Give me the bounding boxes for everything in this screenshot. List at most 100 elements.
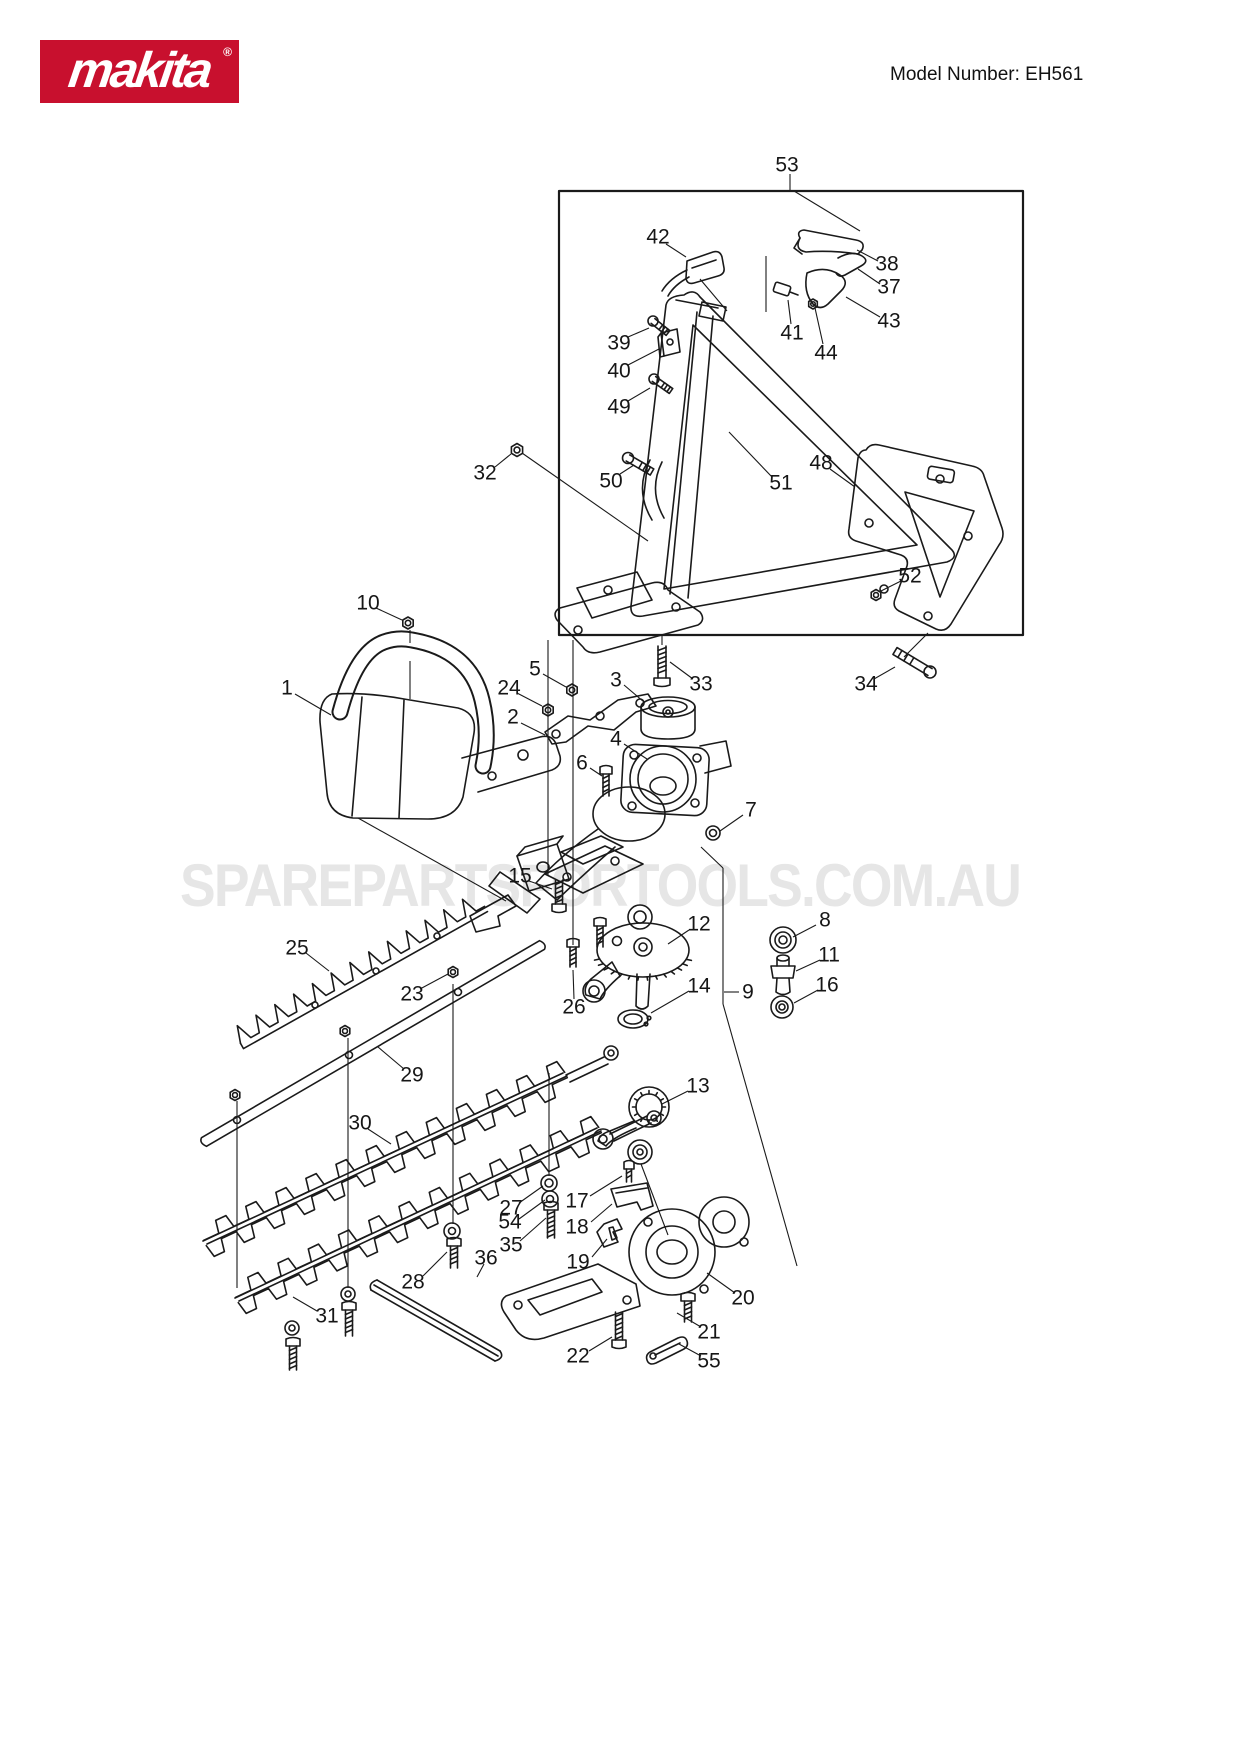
part-number-label-52: 52 [898,565,921,588]
leader-line [357,817,507,902]
part-number-label-44: 44 [814,342,838,365]
leader-line [873,666,896,680]
leader-line [728,431,773,478]
leader-line [294,693,332,716]
clutch-drum-3 [640,696,696,740]
part-number-label-39: 39 [607,332,630,355]
leader-line [528,880,553,890]
leader-lines [236,174,929,1357]
leader-line [519,1217,547,1242]
part-number-label-5: 5 [529,658,541,681]
leader-line [572,969,575,1000]
leader-line [494,453,512,468]
makita-logo: makita ® [40,40,239,103]
leader-line [292,1296,318,1312]
leader-line [787,299,792,325]
blade-guide-36 [369,1279,503,1362]
part-number-label-43: 43 [877,310,900,333]
model-number-label: Model Number: EH561 [890,64,1084,85]
adjusting-bolt-11 [770,954,796,996]
leader-line [591,1238,608,1258]
leader-line [722,1003,798,1267]
leader-line [669,661,694,680]
part-number-label-6: 6 [576,752,588,775]
part-number-label-32: 32 [473,462,496,485]
leader-line [792,924,817,938]
part-number-label-50: 50 [599,470,622,493]
watermark: SPAREPARTSFORTOOLS.COM.AU [180,852,1020,919]
leader-line [623,743,648,760]
leader-line [589,767,603,777]
throttle-lever-parts [772,229,867,309]
inset-box [557,189,1025,637]
leader-line [520,722,546,736]
leader-line [665,243,687,258]
leader-line [518,1199,546,1220]
leader-line [627,327,650,338]
leader-line [640,1163,669,1236]
leader-line [699,278,728,312]
part-number-label-11: 11 [818,944,840,967]
part-number-label-34: 34 [854,673,878,696]
leader-line [589,1175,623,1197]
leader-line [845,296,881,318]
part-number-label-7: 7 [745,799,757,822]
part-number-label-33: 33 [689,673,712,696]
cam-gear-12 [584,922,690,1029]
leader-line [829,468,856,488]
rear-panel-48 [847,443,1004,631]
leader-line [419,973,449,990]
leader-line [814,307,824,345]
part-number-label-55: 55 [697,1350,720,1373]
leader-line [857,268,881,285]
leader-line [667,929,690,945]
leader-line [856,249,879,262]
part-number-label-9: 9 [742,981,754,1004]
leader-line [627,387,651,402]
part-number-label-31: 31 [315,1305,338,1328]
part-number-label-17: 17 [565,1190,588,1213]
connecting-ring-13 [565,1045,662,1147]
part-number-label-37: 37 [877,276,900,299]
hardware-fasteners [200,298,937,1371]
part-number-label-13: 13 [686,1075,709,1098]
part-number-label-36: 36 [474,1247,497,1270]
line-art [319,189,1025,1365]
leader-line [793,989,819,1004]
leader-line [719,814,744,832]
leader-line [367,1128,392,1145]
leader-line [476,1263,485,1278]
leader-line [521,452,649,542]
part-number-label-14: 14 [687,975,711,998]
part-number-label-42: 42 [646,226,669,249]
leader-line [375,607,403,621]
pin-55 [645,1336,689,1365]
part-number-label-23: 23 [400,983,423,1006]
part-number-label-25: 25 [285,937,308,960]
leader-line [305,952,330,972]
part-number-label-3: 3 [610,669,622,692]
stop-switch-42 [661,250,725,297]
leader-line [518,1185,544,1204]
part-number-label-12: 12 [687,913,710,936]
registered-trademark-icon: ® [223,45,232,59]
part-number-label-10: 10 [356,592,379,615]
loop-handle-1 [319,630,562,820]
leader-line [422,1251,448,1277]
leader-line [542,673,567,688]
leader-line [516,692,543,707]
part-number-label-48: 48 [809,452,832,475]
leader-line [795,959,821,972]
leader-line [619,464,635,475]
part-number-label-2: 2 [507,706,519,729]
part-number-label-54: 54 [498,1211,522,1234]
part-number-label-27: 27 [499,1197,522,1220]
part-number-label-20: 20 [731,1287,754,1310]
part-number-label-51: 51 [769,472,792,495]
part-number-label-38: 38 [875,253,898,276]
part-number-label-4: 4 [610,728,622,751]
part-number-label-15: 15 [508,865,531,888]
leader-line [793,190,861,232]
